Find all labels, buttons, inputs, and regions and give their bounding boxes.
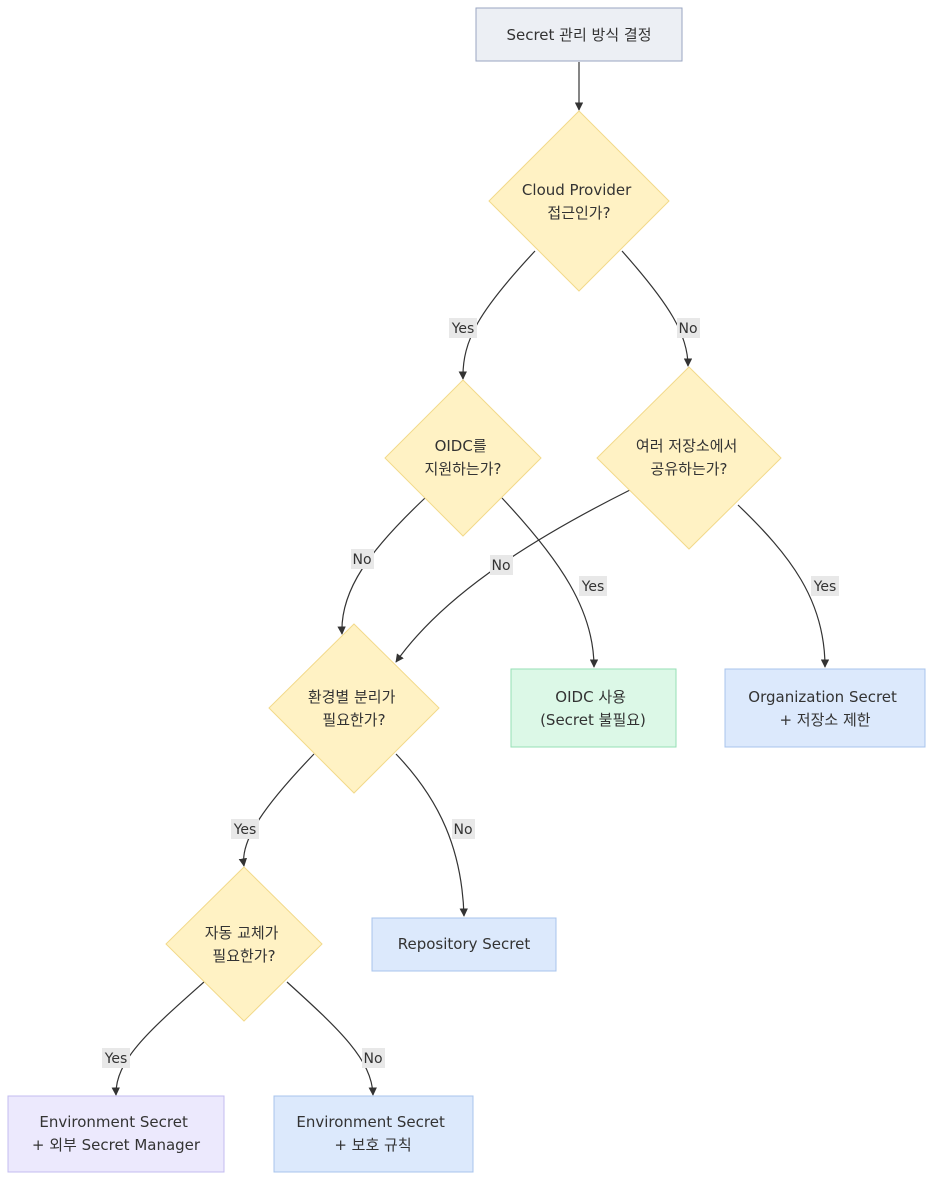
start-node: [475, 7, 683, 62]
shared-repos-label-line-2: 공유하는가?: [651, 460, 728, 478]
cloud-provider-decision: [488, 110, 670, 292]
edge-label-shared-no: No: [490, 555, 513, 575]
edge-label-oidc-yes: Yes: [579, 576, 607, 596]
use-oidc-node: [510, 668, 677, 748]
edge-rotation-no: [286, 981, 377, 1096]
use-oidc-label-line-2: (Secret 불필요): [540, 711, 646, 729]
edge-label-text: No: [453, 822, 472, 838]
env-separation-decision: [268, 623, 440, 794]
repo-secret-label: Repository Secret: [398, 935, 531, 953]
edge-rotation-yes: [111, 981, 205, 1096]
repo-secret-label-line-1: Repository Secret: [398, 935, 531, 953]
env-separation-label-line-1: 환경별 분리가: [308, 688, 396, 706]
edge-label-bg: [811, 576, 839, 596]
edge-label-text: No: [491, 558, 510, 574]
edge-label-text: Yes: [104, 1051, 128, 1067]
edge-label-text: Yes: [451, 321, 475, 337]
edge-label-bg: [579, 576, 607, 596]
edge-env-no: [395, 753, 468, 917]
org-secret-node: [724, 668, 926, 748]
env-external-label-line-2: + 외부 Secret Manager: [32, 1136, 201, 1154]
auto-rotation-label-line-2: 필요한가?: [212, 947, 275, 965]
org-secret-label-line-2: + 저장소 제한: [779, 711, 870, 729]
oidc-support-label-line-1: OIDC를: [435, 437, 487, 455]
edge-label-bg: [452, 819, 475, 839]
shared-repos-label-line-1: 여러 저장소에서: [636, 437, 737, 455]
auto-rotation-decision: [165, 866, 323, 1022]
edge-label-text: Yes: [581, 579, 605, 595]
edge-env-yes: [238, 753, 315, 867]
edge-label-shared-yes: Yes: [811, 576, 839, 596]
cloud-provider-label-line-1: Cloud Provider: [522, 181, 632, 199]
start-label: Secret 관리 방식 결정: [506, 26, 651, 44]
org-secret-label-line-1: Organization Secret: [748, 688, 897, 706]
shared-repos-decision: [596, 366, 782, 550]
oidc-support-decision: [384, 379, 542, 537]
edge-label-oidc-no: No: [351, 549, 374, 569]
edge-label-text: No: [352, 552, 371, 568]
edge-label-cloud-yes: Yes: [449, 318, 477, 338]
start-label-line-1: Secret 관리 방식 결정: [506, 26, 651, 44]
env-external-node: [7, 1095, 225, 1173]
env-protection-node: [273, 1095, 474, 1173]
cloud-provider-label-line-2: 접근인가?: [547, 204, 610, 222]
edges: [111, 62, 830, 1096]
env-protection-label: Environment Secret + 보호 규칙: [296, 1113, 449, 1154]
repo-secret-node: [371, 917, 557, 972]
env-external-label-line-1: Environment Secret: [39, 1113, 188, 1131]
edge-label-env-no: No: [452, 819, 475, 839]
edge-oidc-yes: [501, 497, 599, 668]
cloud-provider-label: Cloud Provider 접근인가?: [522, 181, 636, 222]
shared-repos-label: 여러 저장소에서 공유하는가?: [636, 437, 742, 478]
edge-label-text: Yes: [813, 579, 837, 595]
use-oidc-label: OIDC 사용 (Secret 불필요): [540, 688, 646, 729]
edge-label-cloud-no: No: [677, 318, 700, 338]
edge-shared-no: [395, 489, 631, 663]
edge-label-env-yes: Yes: [231, 819, 259, 839]
edge-label-bg: [677, 318, 700, 338]
org-secret-label: Organization Secret + 저장소 제한: [748, 688, 901, 729]
auto-rotation-label-line-1: 자동 교체가: [205, 924, 279, 942]
edge-label-bg: [351, 549, 374, 569]
oidc-support-label-line-2: 지원하는가?: [425, 460, 502, 478]
use-oidc-label-line-1: OIDC 사용: [555, 688, 626, 706]
env-separation-label-line-2: 필요한가?: [322, 711, 385, 729]
edge-shared-yes: [737, 504, 830, 668]
edge-cloud-no: [621, 250, 693, 367]
edge-label-text: No: [678, 321, 697, 337]
edge-label-text: Yes: [233, 822, 257, 838]
edge-label-bg: [362, 1048, 385, 1068]
edge-labels: Yes No No Yes No Yes Yes No: [102, 318, 839, 1068]
edge-label-bg: [102, 1048, 130, 1068]
edge-label-rotation-no: No: [362, 1048, 385, 1068]
node-labels: Secret 관리 방식 결정 Cloud Provider 접근인가? OID…: [32, 26, 901, 1154]
env-separation-label: 환경별 분리가 필요한가?: [308, 688, 400, 729]
env-protection-label-line-2: + 보호 규칙: [334, 1136, 411, 1154]
auto-rotation-label: 자동 교체가 필요한가?: [205, 924, 284, 965]
edge-label-text: No: [363, 1051, 382, 1067]
edge-label-rotation-yes: Yes: [102, 1048, 130, 1068]
edge-cloud-yes: [458, 250, 536, 380]
edge-label-bg: [449, 318, 477, 338]
env-protection-label-line-1: Environment Secret: [296, 1113, 445, 1131]
edge-label-bg: [231, 819, 259, 839]
oidc-support-label: OIDC를 지원하는가?: [425, 437, 502, 478]
env-external-label: Environment Secret + 외부 Secret Manager: [32, 1113, 201, 1154]
nodes: [7, 7, 926, 1173]
edge-label-bg: [490, 555, 513, 575]
